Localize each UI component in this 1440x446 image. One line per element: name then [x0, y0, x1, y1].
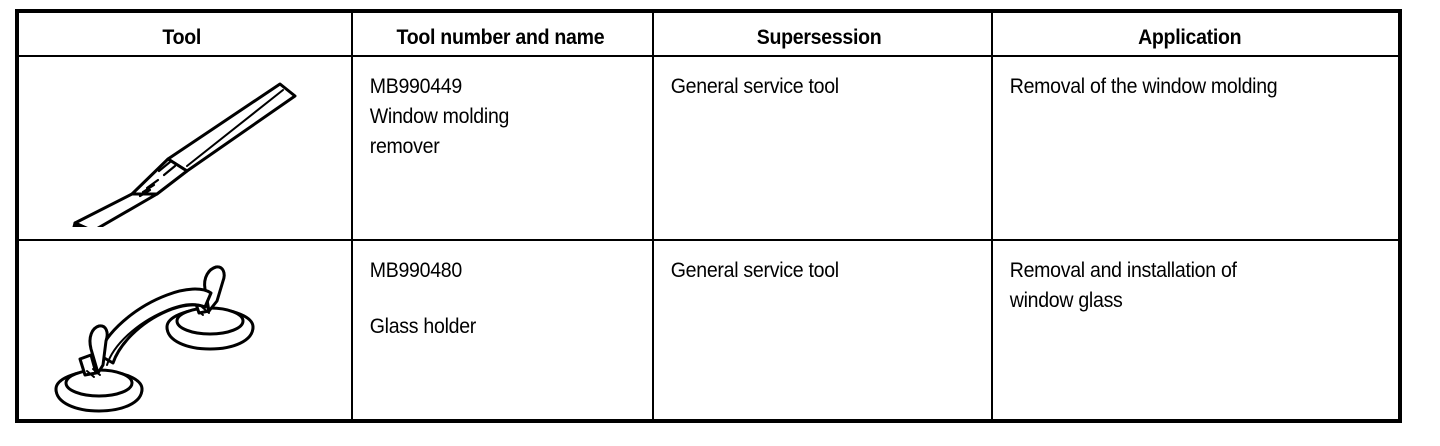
column-header-application: Application: [992, 11, 1400, 57]
special-tools-table: Tool Tool number and name Supersession A…: [15, 9, 1402, 423]
column-header-tool: Tool: [17, 11, 353, 57]
tool-number: MB990480: [369, 259, 463, 282]
application-text: Removal and installation of window glass: [993, 241, 1370, 316]
tool-name-line-1: Glass holder: [369, 315, 477, 338]
blank-line: [370, 286, 620, 312]
tool-number: MB990449: [369, 75, 463, 98]
glass-holder-icon: [54, 265, 255, 413]
supersession-text: General service tool: [670, 259, 839, 282]
application-line-1: Removal and installation of: [1009, 259, 1237, 282]
window-molding-remover-icon: [72, 82, 297, 227]
column-header-application-label: Application: [1138, 26, 1242, 49]
column-header-supersession-label: Supersession: [756, 26, 882, 49]
column-header-supersession: Supersession: [653, 11, 993, 57]
tool-name-line-2: remover: [369, 135, 440, 158]
column-header-tool-label: Tool: [162, 26, 202, 49]
tool-number-and-name-text: MB990480 Glass holder: [353, 241, 631, 342]
application-cell-mb990449: Removal of the window molding: [992, 56, 1400, 241]
table-row: MB990449 Window molding remover General …: [17, 56, 1400, 241]
tool-name-line-1: Window molding: [369, 105, 510, 128]
tool-illustration-cell-mb990480: [17, 240, 353, 421]
application-line-2: window glass: [1009, 289, 1123, 312]
supersession-text: General service tool: [670, 75, 839, 98]
application-cell-mb990480: Removal and installation of window glass: [992, 240, 1400, 421]
table-row: MB990480 Glass holder General service to…: [17, 240, 1400, 421]
tool-number-and-name-text: MB990449 Window molding remover: [353, 57, 631, 162]
table-header-row: Tool Tool number and name Supersession A…: [17, 11, 1400, 57]
supersession-cell-mb990480: General service tool: [653, 240, 993, 421]
supersession-cell-mb990449: General service tool: [653, 56, 993, 241]
tool-number-and-name-cell-mb990480: MB990480 Glass holder: [352, 240, 654, 421]
application-text: Removal of the window molding: [1009, 75, 1278, 98]
tool-illustration-cell-mb990449: [17, 56, 353, 241]
tool-number-and-name-cell-mb990449: MB990449 Window molding remover: [352, 56, 654, 241]
column-header-tool-number-and-name: Tool number and name: [352, 11, 654, 57]
column-header-tool-number-and-name-label: Tool number and name: [396, 26, 605, 49]
